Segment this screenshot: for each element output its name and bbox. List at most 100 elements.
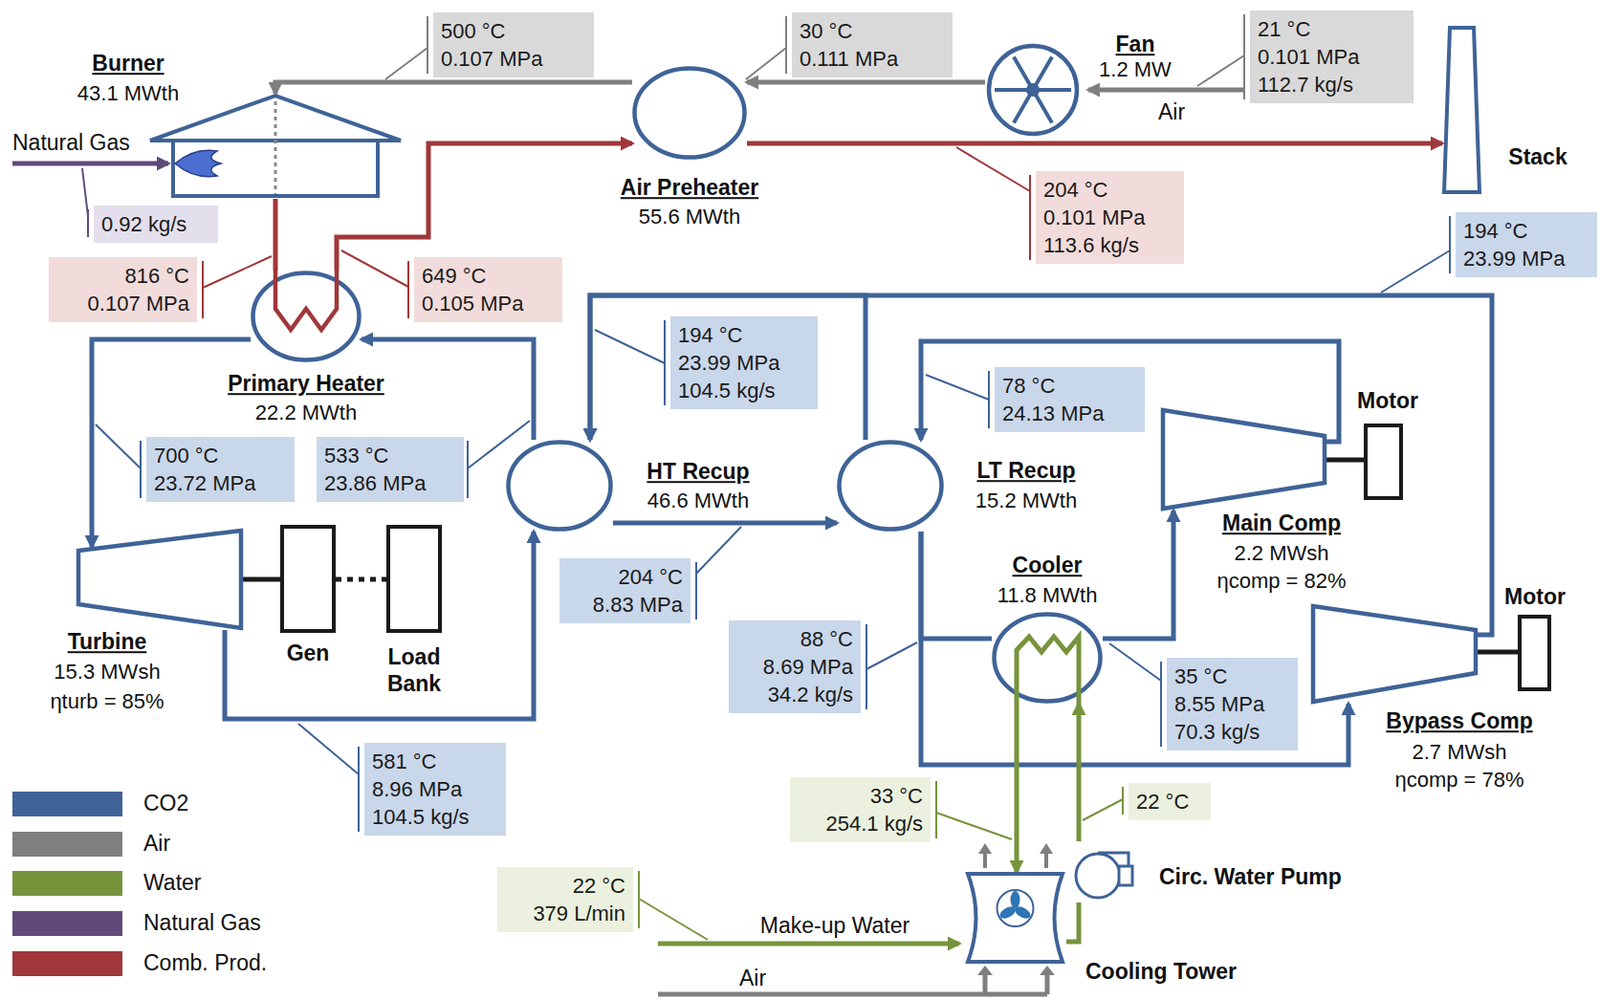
leader-line [745,16,787,80]
flow-pipe [275,82,633,94]
flow-label: Natural Gas [12,130,131,157]
leader-line [866,624,918,710]
equipment-node: Cooler11.8 MWth [991,612,1103,704]
state-value: 24.13 MPa [1002,399,1138,428]
flow-label: Air [739,965,767,993]
leader-line [956,147,1031,261]
makeup-water-pipe [657,942,960,947]
state-value: 8.69 MPa [736,653,854,681]
equipment-label: Stack [1508,144,1567,172]
legend-swatch [12,871,123,897]
state-value: 379 L/min [504,899,626,928]
equipment-node: Circ. Water Pump [1069,841,1139,903]
gas-pipe [12,161,169,167]
equipment-value: 1.2 MW [1098,57,1172,83]
equipment-shape [985,42,1081,138]
compressor-outline [1162,410,1325,509]
flow-pipe [920,531,992,639]
flow-pipe [1066,902,1079,943]
state-value: 204 °C [1043,175,1177,204]
vessel-outline [994,614,1101,702]
machine-box [388,526,440,632]
equipment-shape [250,270,362,363]
flow-pipe [613,521,837,527]
shaft-line [242,577,281,583]
equipment-shape [1161,408,1327,511]
leader-line [925,371,989,429]
leader-line [95,424,141,499]
equipment-node: Burner43.1 MWth [148,93,403,199]
vessel-outline [508,442,612,530]
equipment-value: ηcomp = 78% [1394,767,1524,793]
state-value: 78 °C [1002,372,1138,400]
legend-text: Comb. Prod. [143,950,267,978]
flow-pipe [224,531,534,720]
equipment-name: Turbine [67,629,148,657]
state-value: 8.83 MPa [567,591,683,619]
equipment-shape [991,612,1103,704]
pump-casing [1075,854,1120,899]
stack-outline [1444,27,1480,193]
flame-icon [175,150,221,177]
equipment-shape [1363,423,1403,501]
flow-label: Air [1158,99,1185,127]
state-value: 113.6 kg/s [1043,231,1177,260]
vessel-outline [839,442,943,530]
state-value: 30 °C [799,17,945,45]
flow-pipe [1102,510,1174,639]
state-value: 204 °C [567,563,683,592]
state-callout: 194 °C23.99 MPa [1455,212,1598,278]
tower-fan [997,890,1034,927]
state-value: 22 °C [504,872,626,900]
equipment-node: Bypass Comp2.7 MWshηcomp = 78% [1311,604,1478,704]
equipment-name: Fan [1116,31,1156,59]
equipment-name: Primary Heater [227,371,385,398]
pump-inlet [1118,866,1133,886]
state-value: 500 °C [440,17,587,45]
leader-line [82,168,88,238]
state-value: 23.86 MPa [324,469,457,498]
flow-pipe [273,198,279,271]
leader-line [696,526,742,620]
state-callout: 500 °C0.107 MPa [433,12,594,78]
equipment-name: LT Recup [976,458,1075,485]
state-value: 70.3 kg/s [1174,718,1291,746]
equipment-node: Gen [280,525,336,634]
state-value: 649 °C [421,262,555,290]
fan-hub [1026,83,1040,97]
equipment-node: Turbine15.3 MWshηturb = 85% [76,547,243,631]
state-callout: 78 °C24.13 MPa [994,367,1145,433]
state-value: 194 °C [678,321,811,350]
equipment-node: Main Comp2.2 MWshηcomp = 82% [1161,408,1327,511]
state-callout: 88 °C8.69 MPa34.2 kg/s [728,620,861,714]
state-value: 816 °C [56,262,190,290]
state-callout: 816 °C0.107 MPa [48,257,198,323]
equipment-shape [1311,604,1478,704]
vessel-outline [635,68,746,158]
state-value: 0.111 MPa [799,44,945,73]
equipment-node: Primary Heater22.2 MWth [250,270,362,363]
equipment-name: Cooler [1012,552,1083,580]
leader-line [298,723,359,833]
equipment-name: Bypass Comp [1385,708,1533,736]
legend-text: Natural Gas [143,910,262,938]
state-value: 104.5 kg/s [372,803,499,832]
flow-pipe [361,339,534,440]
state-callout: 0.92 kg/s [93,205,219,243]
equipment-shape [632,65,747,160]
state-value: 23.99 MPa [1463,244,1590,273]
legend-swatch [12,911,123,937]
state-value: 581 °C [372,747,499,776]
legend-swatch [12,791,123,817]
equipment-node: Motor [1363,423,1403,501]
leader-line [594,320,665,406]
state-callout: 30 °C0.111 MPa [791,12,953,78]
equipment-shape [76,528,243,631]
state-value: 23.72 MPa [153,469,287,498]
machine-box [1519,616,1550,690]
state-value: 22 °C [1136,788,1204,816]
equipment-value: 2.7 MWsh [1411,740,1507,766]
state-value: 35 °C [1174,662,1291,691]
state-value: 34.2 kg/s [736,680,854,709]
